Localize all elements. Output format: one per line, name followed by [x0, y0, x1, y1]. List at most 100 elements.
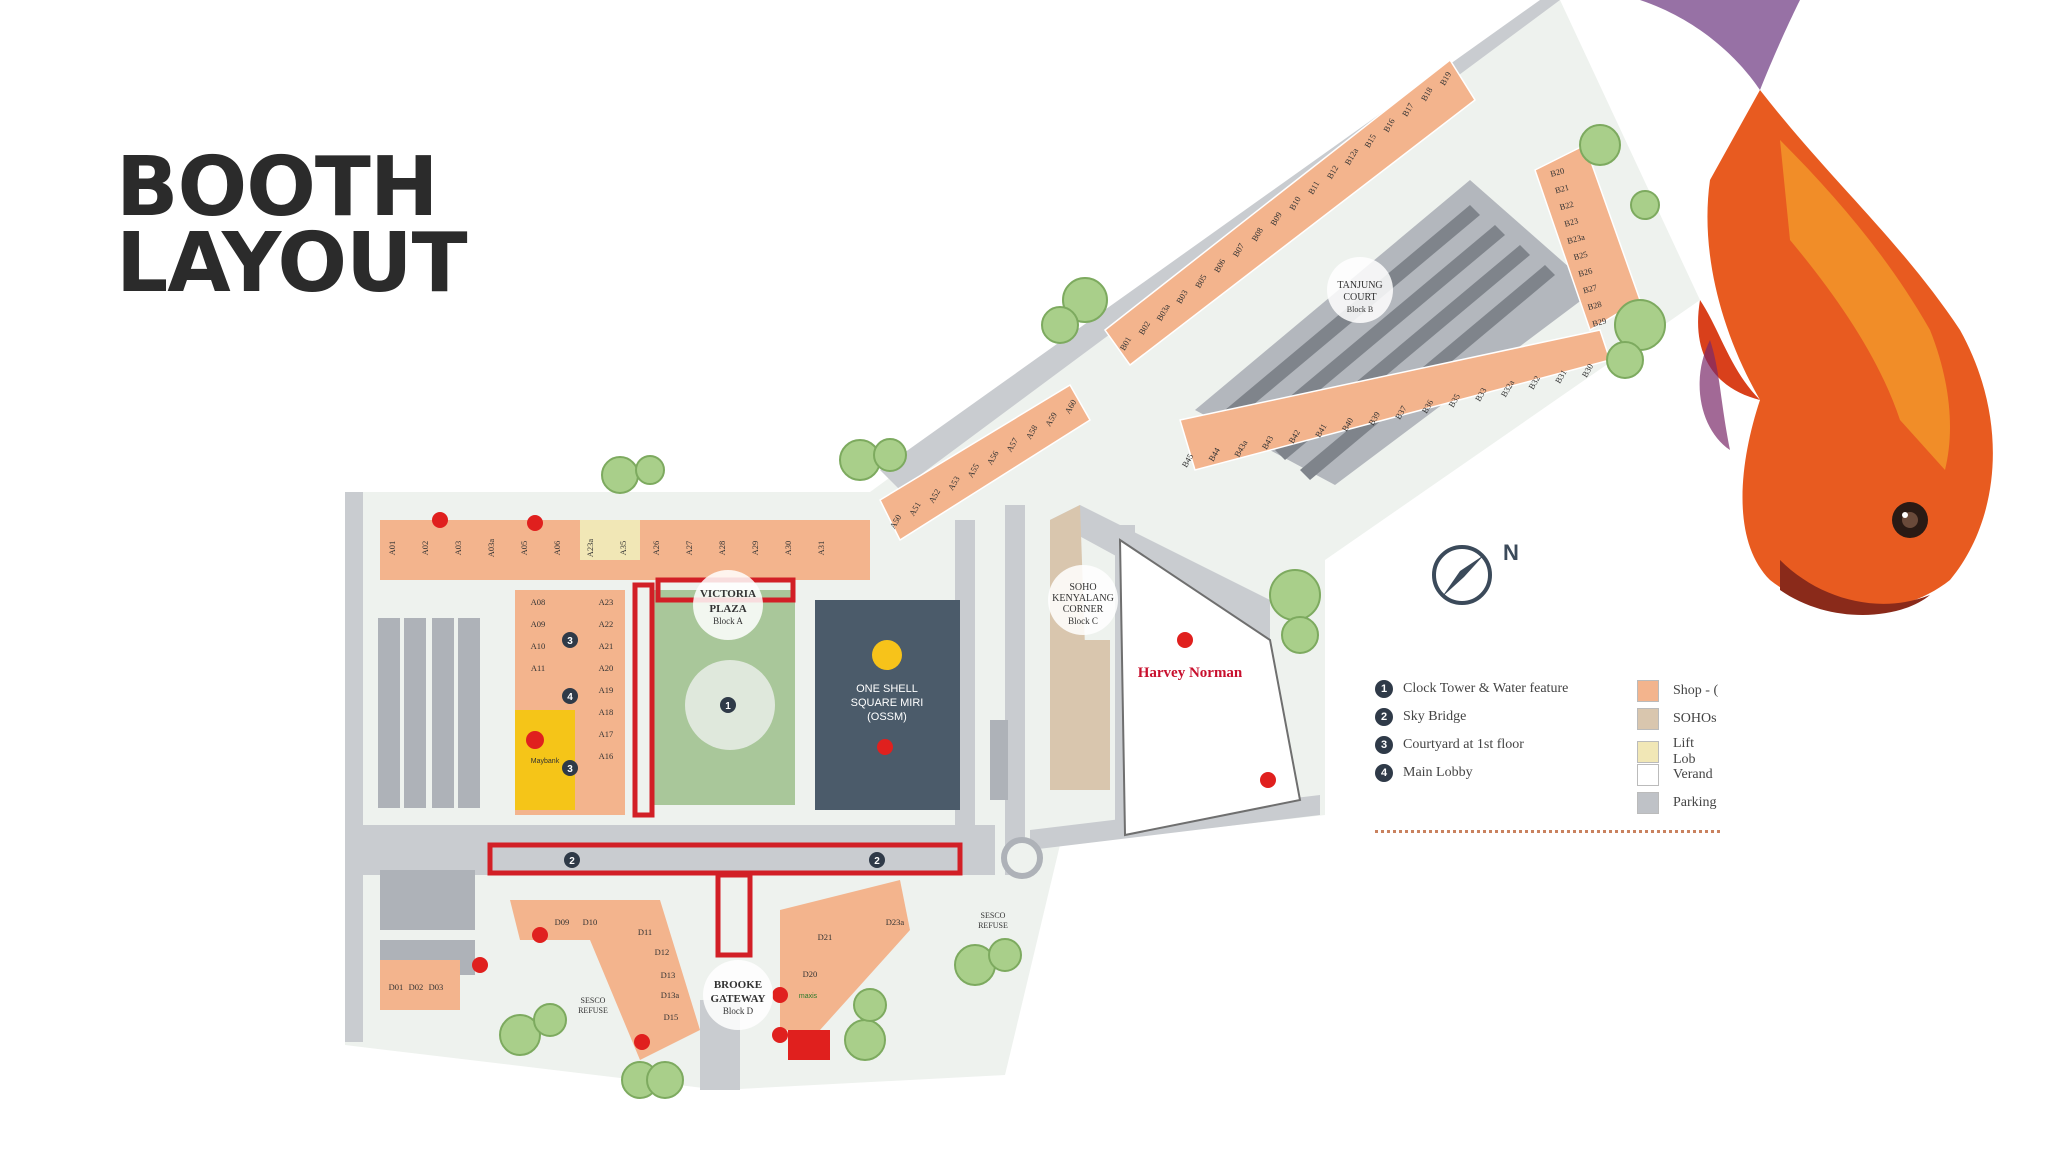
- sesco-label-2b: REFUSE: [578, 1006, 608, 1015]
- map-marker-2-circle: [564, 852, 580, 868]
- map-legend: 1 Clock Tower & Water feature 2 Sky Brid…: [1375, 680, 1720, 840]
- unit-label-a06: A06: [552, 541, 562, 556]
- swatch-lift: [1637, 741, 1659, 763]
- unit-label-b26: B26: [1577, 265, 1593, 278]
- unit-label-b21: B21: [1554, 182, 1570, 195]
- unit-label-a10: A10: [531, 641, 546, 651]
- koi-fish-image: [1640, 0, 1993, 615]
- tanjung-label-sub: Block B: [1347, 305, 1373, 314]
- swatch-label-lift: Lift Lob: [1672, 736, 1696, 767]
- victoria-label-2: PLAZA: [709, 603, 746, 615]
- unit-label-a01: A01: [387, 541, 397, 556]
- swatch-label-veranda: Verand: [1673, 767, 1713, 782]
- swatch-soho: [1637, 708, 1659, 730]
- unit-label-a17: A17: [599, 729, 614, 739]
- map-marker-2: 2: [569, 856, 575, 867]
- unit-label-d15: D15: [664, 1012, 679, 1022]
- unit-label-a35: A35: [618, 541, 628, 556]
- legend-item-4: 4 Main Lobby: [1375, 764, 1473, 782]
- map-marker-4-circle: [562, 688, 578, 704]
- legend-marker-2: 2: [1375, 708, 1393, 726]
- unit-label-b28: B28: [1586, 299, 1602, 312]
- sesco-label-2a: SESCO: [581, 996, 606, 1005]
- victoria-label-sub: Block A: [713, 616, 743, 626]
- brooke-label-sub: Block D: [723, 1006, 754, 1016]
- legend-marker-1: 1: [1375, 680, 1393, 698]
- unit-label-d09: D09: [555, 917, 570, 927]
- legend-swatch-soho: SOHOs: [1637, 708, 1717, 730]
- unit-label-b23a: B23a: [1566, 232, 1586, 246]
- roundabout: [1001, 837, 1043, 879]
- unit-label-d10: D10: [583, 917, 598, 927]
- legend-swatch-shop: Shop - (: [1637, 680, 1718, 702]
- map-marker-3: 3: [567, 764, 573, 775]
- map-marker-3-circle: [562, 632, 578, 648]
- block-a-diagonal: [879, 383, 1092, 542]
- unit-label-a27: A27: [684, 541, 694, 556]
- unit-label-a18: A18: [599, 707, 614, 717]
- unit-label-a22: A22: [599, 619, 614, 629]
- map-marker-1: 1: [725, 701, 731, 712]
- ossm-building: [815, 600, 960, 810]
- swatch-veranda: [1637, 764, 1659, 786]
- unit-label-d21: D21: [818, 932, 833, 942]
- unit-label-d13: D13: [661, 970, 676, 980]
- unit-label-a16: A16: [599, 751, 614, 761]
- parking-bays: [378, 618, 1008, 975]
- block-label-circles: [693, 257, 1393, 1030]
- legend-label-4: Main Lobby: [1403, 765, 1473, 780]
- swatch-label-shop: Shop - (: [1673, 683, 1719, 698]
- compass-north-label: N: [1503, 540, 1519, 565]
- unit-label-a20: A20: [599, 663, 614, 673]
- unit-label-a08: A08: [531, 597, 546, 607]
- unit-label-a23a: A23a: [585, 539, 595, 558]
- unit-label-d03: D03: [429, 982, 444, 992]
- block-d: [380, 880, 910, 1060]
- unit-label-b23: B23: [1563, 215, 1579, 228]
- unit-label-a03: A03: [453, 541, 463, 556]
- maybank-label: Maybank: [531, 758, 560, 765]
- soho-label-1: SOHO: [1069, 582, 1096, 593]
- map-marker-3-circle: [562, 760, 578, 776]
- legend-item-3: 3 Courtyard at 1st floor: [1375, 736, 1524, 754]
- legend-label-2: Sky Bridge: [1403, 709, 1467, 724]
- legend-swatch-lift: Lift Lob: [1637, 736, 1720, 768]
- legend-swatch-parking: Parking: [1637, 792, 1717, 814]
- legend-divider: [1375, 830, 1720, 833]
- map-marker-4: 4: [567, 692, 573, 703]
- unit-label-b29: B29: [1591, 315, 1607, 328]
- swatch-label-parking: Parking: [1673, 795, 1717, 810]
- tanjung-label-1: TANJUNG: [1337, 280, 1382, 291]
- unit-label-d12: D12: [655, 947, 670, 957]
- map-marker-3: 3: [567, 636, 573, 647]
- unit-label-a23: A23: [599, 597, 614, 607]
- unit-label-d20: D20: [803, 969, 818, 979]
- unit-label-d11: D11: [638, 927, 652, 937]
- map-marker-1-circle: [720, 697, 736, 713]
- unit-label-a31: A31: [816, 541, 826, 556]
- soho-label-3: CORNER: [1063, 604, 1104, 615]
- maxis-label: maxis: [799, 993, 818, 1000]
- booth-dots: [432, 512, 1276, 1050]
- title-line-1: BOOTH: [116, 140, 438, 235]
- swatch-shop: [1637, 680, 1659, 702]
- unit-label-b20: B20: [1549, 165, 1565, 178]
- unit-label-b25: B25: [1572, 249, 1588, 262]
- sesco-label-1b: REFUSE: [978, 921, 1008, 930]
- page-title: BOOTH LAYOUT: [116, 140, 468, 305]
- unit-label-d01: D01: [389, 982, 404, 992]
- soho-label-2: KENYALANG: [1052, 593, 1114, 604]
- sesco-label-1a: SESCO: [981, 911, 1006, 920]
- ossm-label-1: ONE SHELL: [856, 683, 918, 695]
- unit-label-d02: D02: [409, 982, 424, 992]
- tanjung-label-2: COURT: [1343, 292, 1376, 303]
- harvey-norman-building: [1118, 538, 1302, 837]
- brooke-label-2: GATEWAY: [710, 993, 765, 1005]
- map-marker-2-circle: [869, 852, 885, 868]
- legend-marker-3: 3: [1375, 736, 1393, 754]
- unit-label-a03a: A03a: [486, 539, 496, 558]
- unit-label-d13a: D13a: [661, 990, 680, 1000]
- soho-label-sub: Block C: [1068, 616, 1098, 626]
- unit-label-a30: A30: [783, 541, 793, 556]
